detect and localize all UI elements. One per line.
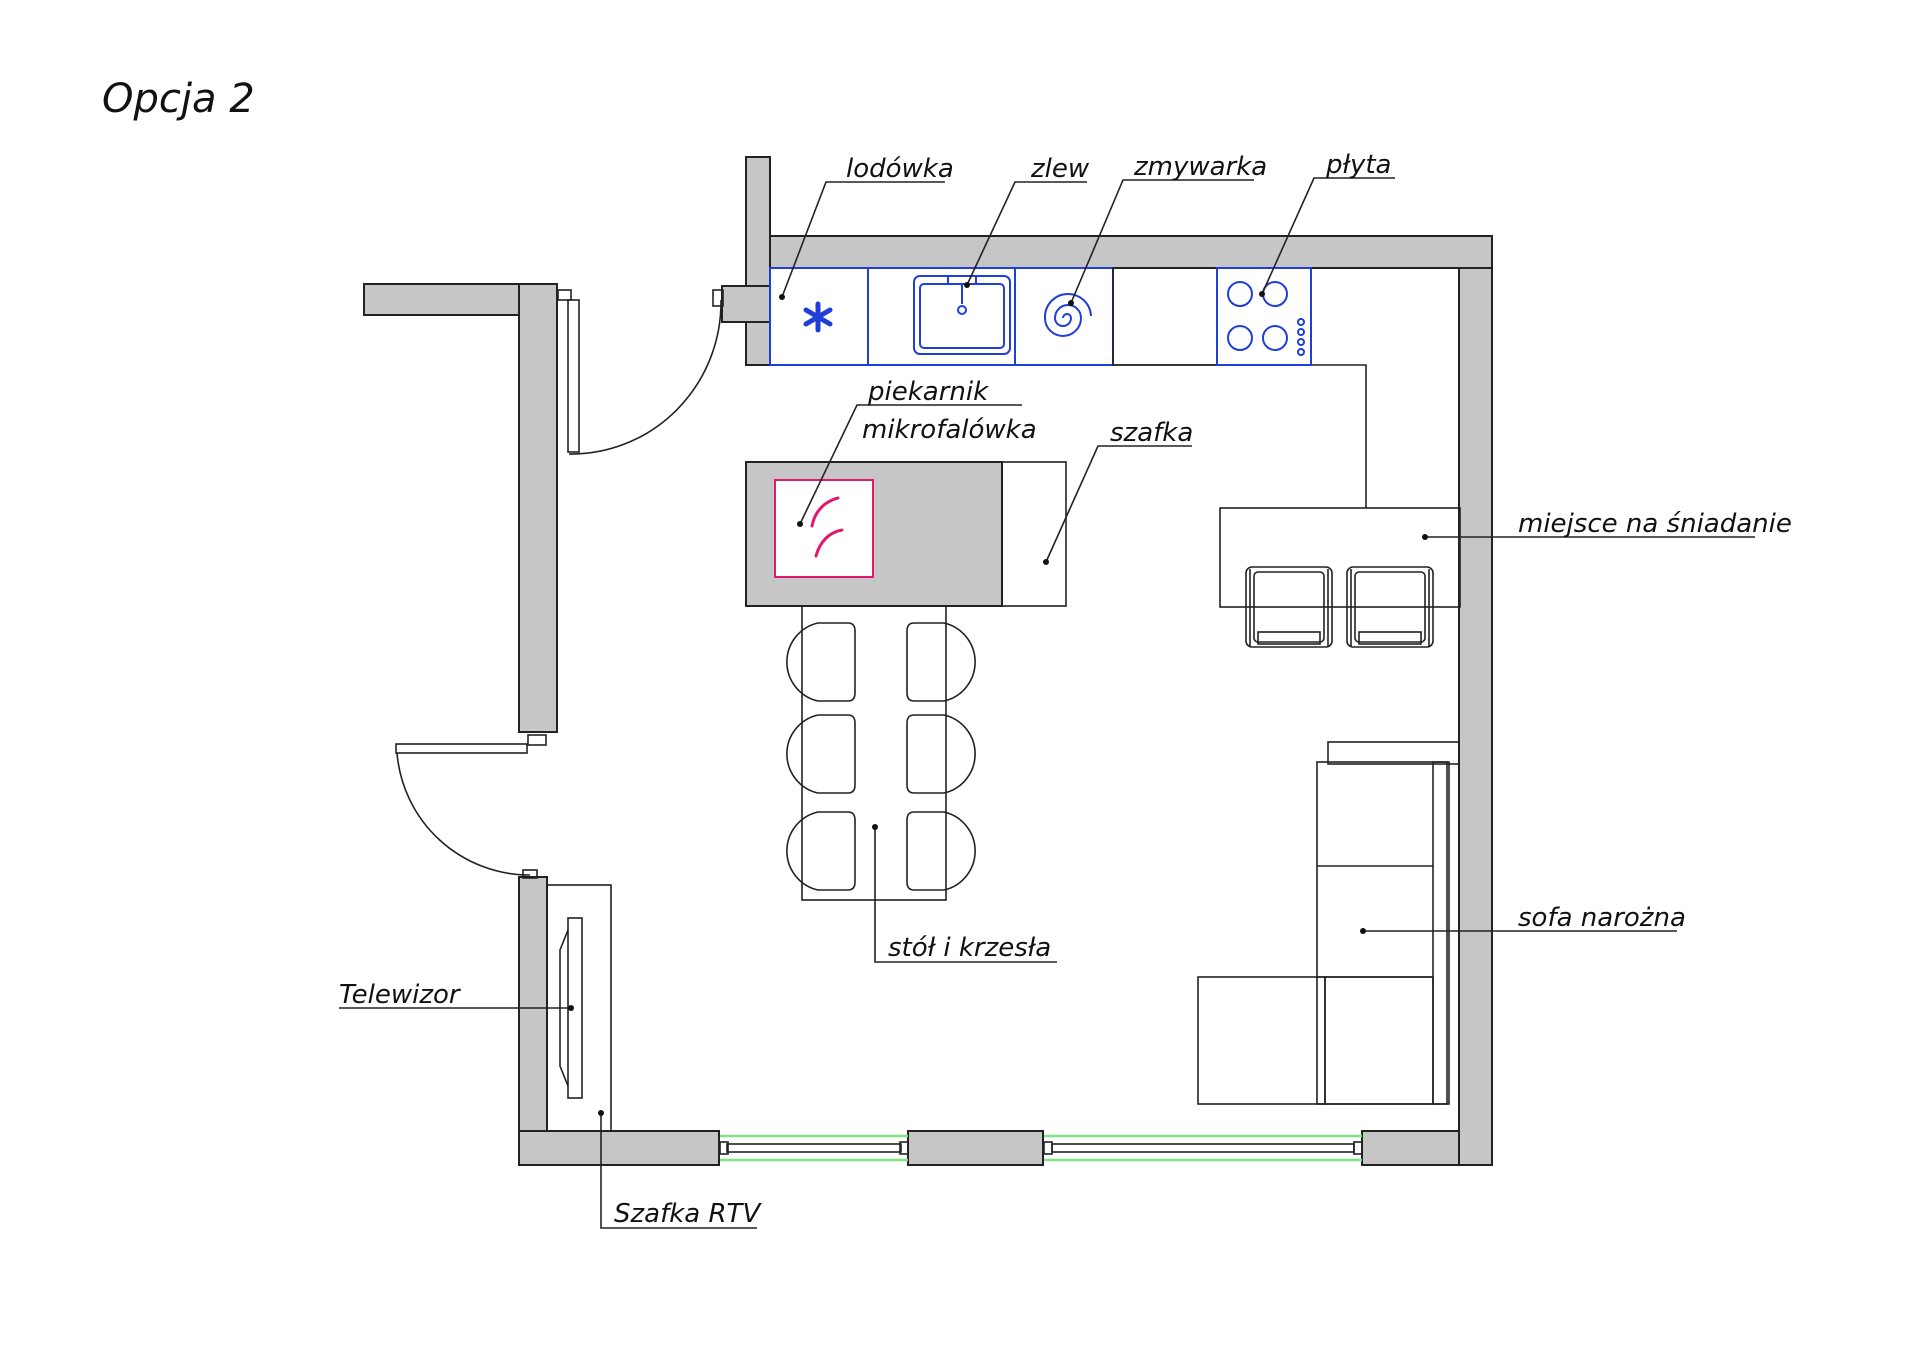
label-szafka: szafka xyxy=(1110,418,1193,448)
sink-icon xyxy=(913,275,1011,355)
chair xyxy=(906,714,976,794)
plan-title: Opcja 2 xyxy=(102,76,255,122)
door-top-jamb xyxy=(557,289,572,301)
wall-top xyxy=(769,235,1493,269)
label-plyta: płyta xyxy=(1325,150,1391,180)
dining-set xyxy=(786,605,976,901)
chair xyxy=(906,811,976,891)
door-top-swing xyxy=(568,299,722,455)
label-szafka-rtv: Szafka RTV xyxy=(614,1199,762,1229)
four-burner-icon xyxy=(1227,281,1305,356)
kitchen-counter xyxy=(769,267,1459,508)
leader-lines xyxy=(339,177,1755,1229)
hob xyxy=(1216,267,1312,366)
label-mikrofalowka: mikrofalówka xyxy=(862,415,1037,445)
window-right-frame xyxy=(1051,1143,1355,1153)
dining-table xyxy=(801,605,947,901)
bar-stool xyxy=(1245,566,1333,648)
label-sniadanie: miejsce na śniadanie xyxy=(1518,509,1792,539)
door-left-jamb xyxy=(527,734,547,746)
breakfast-bar xyxy=(1219,507,1461,648)
window-left-frame xyxy=(726,1143,902,1153)
walls xyxy=(363,156,1493,1166)
label-sofa: sofa narożna xyxy=(1518,903,1686,933)
label-zlew: zlew xyxy=(1030,154,1090,184)
bar-stool xyxy=(1346,566,1434,648)
wall-right xyxy=(1458,235,1493,1166)
oven xyxy=(774,479,874,578)
windows xyxy=(719,1134,1363,1162)
door-top-leaf xyxy=(567,299,580,453)
wall-left-lower xyxy=(518,876,548,1166)
door-left-swing xyxy=(396,752,531,876)
wall-bottom-left xyxy=(518,1130,720,1166)
cabinet xyxy=(1001,461,1067,607)
label-stol: stół i krzesła xyxy=(888,933,1051,963)
corner-sofa xyxy=(1197,741,1460,1105)
wall-bottom-middle xyxy=(907,1130,1044,1166)
chair xyxy=(906,622,976,702)
label-piekarnik: piekarnik xyxy=(867,377,989,407)
cabinet-blank xyxy=(1112,267,1218,366)
bar-counter xyxy=(1219,507,1461,608)
label-lodowka: lodówka xyxy=(846,154,954,184)
label-telewizor: Telewizor xyxy=(339,980,462,1010)
doors xyxy=(395,289,724,879)
chair xyxy=(786,714,856,794)
door-left-jamb-2 xyxy=(522,869,538,879)
chairs-left xyxy=(786,622,856,891)
door-top-jamb-2 xyxy=(712,289,724,307)
wall-left-upper xyxy=(518,283,558,733)
oven-curves-icon xyxy=(810,496,844,558)
chairs-right xyxy=(906,622,976,891)
island xyxy=(745,461,1067,607)
door-left-leaf xyxy=(395,743,528,754)
chair xyxy=(786,811,856,891)
chair xyxy=(786,622,856,702)
labels: lodówka zlew zmywarka płyta piekarnik mi… xyxy=(339,150,1792,1229)
spiral-icon xyxy=(1043,292,1092,337)
label-zmywarka: zmywarka xyxy=(1133,152,1267,182)
sink-cabinet xyxy=(867,267,1016,366)
snowflake-asterisk-icon xyxy=(803,301,833,333)
